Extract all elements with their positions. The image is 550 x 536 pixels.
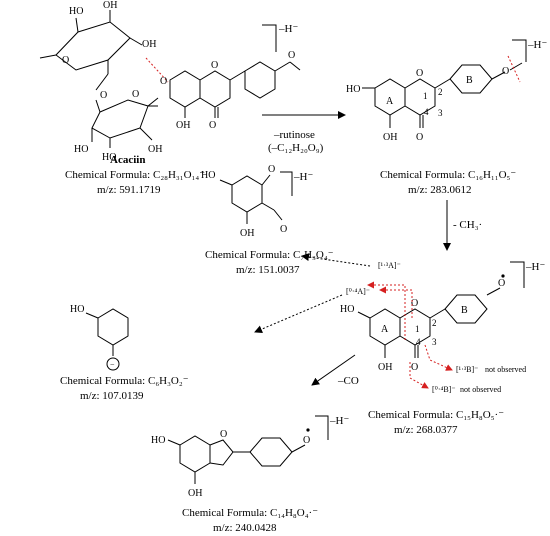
red-arrow-13A bbox=[379, 286, 413, 318]
radical-ring-a: A bbox=[381, 324, 389, 335]
radical-charge-label: –H⁻ bbox=[525, 261, 545, 273]
rhamnose-ring: HO OH OH O O bbox=[39, 0, 156, 101]
radical-mz: m/z: 268.0377 bbox=[394, 424, 458, 436]
radical-carbonyl-o: O bbox=[411, 362, 418, 373]
rham-ring-o: O bbox=[62, 55, 69, 66]
frag151-ho: HO bbox=[201, 170, 215, 181]
frag240-charge-bracket bbox=[315, 415, 329, 440]
frag107-anion-sign: − bbox=[110, 360, 115, 369]
agly-num-1: 1 bbox=[423, 91, 428, 101]
radical-formula: Chemical Formula: C₁₅H₈O₅·⁻ bbox=[368, 409, 504, 421]
frag240-radical-dot bbox=[306, 428, 310, 432]
agly-ring-a: A bbox=[386, 96, 394, 107]
frag151-structure: O HO OH O –H⁻ bbox=[201, 164, 313, 239]
acaciin-structure: HO OH OH O O O HO HO OH O bbox=[39, 0, 301, 163]
frag151-formula: Chemical Formula: C₇H₃O₄⁻ bbox=[205, 249, 334, 261]
frag107-ho: HO bbox=[70, 304, 84, 315]
agly-num-3: 3 bbox=[438, 108, 443, 118]
step1-line2: (–C₁₂H₂₀O₉) bbox=[268, 142, 324, 154]
radical-ho-7: HO bbox=[340, 304, 354, 315]
arrow-to-107 bbox=[254, 294, 343, 333]
frag151-o-2: O bbox=[280, 224, 287, 235]
acaciin-oh-5: OH bbox=[176, 120, 190, 131]
acaciin-charge: –H⁻ bbox=[262, 23, 298, 52]
acaciin-mz: m/z: 591.1719 bbox=[97, 184, 161, 196]
agly-num-4: 4 bbox=[424, 107, 429, 117]
radical-ring-o: O bbox=[411, 298, 418, 309]
aglycone-structure: HO OH O O O A B 1 2 3 4 –H⁻ bbox=[346, 39, 547, 143]
frag240-ho: HO bbox=[151, 435, 165, 446]
agly-ho-7: HO bbox=[346, 84, 360, 95]
agly-num-2: 2 bbox=[438, 87, 443, 97]
acaciin-charge-label: –H⁻ bbox=[278, 23, 298, 35]
radical-oxy-o: O bbox=[498, 278, 505, 289]
frag240-charge-label: –H⁻ bbox=[329, 415, 349, 427]
agly-ring-b: B bbox=[466, 75, 473, 86]
step1-line1: –rutinose bbox=[273, 129, 315, 141]
agly-carbonyl-o: O bbox=[416, 132, 423, 143]
frag240-oh: OH bbox=[188, 488, 202, 499]
glu-ring-o: O bbox=[132, 89, 139, 100]
glu-ho-2: HO bbox=[102, 152, 116, 163]
radical-dot bbox=[501, 274, 505, 278]
arrow-co-loss bbox=[311, 354, 356, 386]
frag151-oh: OH bbox=[240, 228, 254, 239]
frag240-mz: m/z: 240.0428 bbox=[213, 522, 277, 534]
label-04B: [⁰·⁴B]⁻ bbox=[432, 385, 456, 394]
glu-link-o: O bbox=[160, 76, 167, 87]
rham-oh-2: OH bbox=[103, 0, 117, 11]
radical-structure: HO OH O O O A B 1 2 3 4 –H⁻ bbox=[340, 261, 545, 389]
agly-methoxy-o: O bbox=[502, 66, 509, 77]
glu-ho-1: HO bbox=[74, 144, 88, 155]
frag107-structure: HO − bbox=[70, 304, 129, 371]
frag151-o-1: O bbox=[268, 164, 275, 175]
acaciin-ring-o: O bbox=[211, 60, 218, 71]
acaciin-methoxy-o: O bbox=[288, 50, 295, 61]
acaciin-carbonyl-o: O bbox=[209, 120, 216, 131]
agly-formula: Chemical Formula: C₁₆H₁₁O₅⁻ bbox=[380, 169, 516, 181]
note-04B: not observed bbox=[460, 385, 501, 394]
rham-link-o: O bbox=[100, 90, 107, 101]
label-13B: [¹·³B]⁻ bbox=[456, 365, 478, 374]
frag151-charge-bracket bbox=[280, 171, 293, 196]
label-04A: [⁰·⁴A]⁻ bbox=[346, 287, 370, 296]
frag107-formula: Chemical Formula: C₆H₃O₂⁻ bbox=[60, 375, 189, 387]
frag107-mz: m/z: 107.0139 bbox=[80, 390, 144, 402]
glucose-ring: O HO HO OH O bbox=[74, 57, 169, 163]
agly-oh-5: OH bbox=[383, 132, 397, 143]
red-arrow-04B bbox=[409, 362, 429, 389]
arrow-to-151 bbox=[301, 253, 371, 267]
radical-oh-5: OH bbox=[378, 362, 392, 373]
acaciin-formula: Chemical Formula: C₂₈H₃₁O₁₄⁻ bbox=[65, 169, 205, 181]
radical-num-3: 3 bbox=[432, 337, 437, 347]
radical-charge-bracket bbox=[510, 261, 525, 288]
label-13A: [¹·³A]⁻ bbox=[378, 261, 401, 270]
step3-label: –CO bbox=[337, 375, 359, 387]
frag240-oxy-o: O bbox=[303, 435, 310, 446]
note-13B: not observed bbox=[485, 365, 526, 374]
rham-oh-3: OH bbox=[142, 39, 156, 50]
agly-ring-o: O bbox=[416, 68, 423, 79]
frag240-formula: Chemical Formula: C₁₄H₈O₄·⁻ bbox=[182, 507, 318, 519]
red-arrow-13B bbox=[424, 344, 453, 371]
radical-num-1: 1 bbox=[415, 324, 420, 334]
glu-oh-3: OH bbox=[148, 144, 162, 155]
radical-num-2: 2 bbox=[432, 318, 437, 328]
acaciin-flavone: O OH O O bbox=[169, 50, 301, 131]
agly-charge-label: –H⁻ bbox=[527, 39, 547, 51]
acaciin-name: Acaciin bbox=[110, 154, 145, 166]
agly-charge-bracket bbox=[512, 39, 527, 62]
radical-num-4: 4 bbox=[416, 337, 421, 347]
step2-label: - CH₃· bbox=[453, 219, 482, 231]
frag107-anion-o bbox=[106, 357, 120, 371]
rham-ho-1: HO bbox=[69, 6, 83, 17]
radical-ring-b: B bbox=[461, 305, 468, 316]
agly-mz: m/z: 283.0612 bbox=[408, 184, 472, 196]
frag240-furan-o: O bbox=[220, 429, 227, 440]
frag151-charge-label: –H⁻ bbox=[293, 171, 313, 183]
frag151-mz: m/z: 151.0037 bbox=[236, 264, 300, 276]
frag240-structure: HO OH O O –H⁻ bbox=[151, 415, 349, 499]
